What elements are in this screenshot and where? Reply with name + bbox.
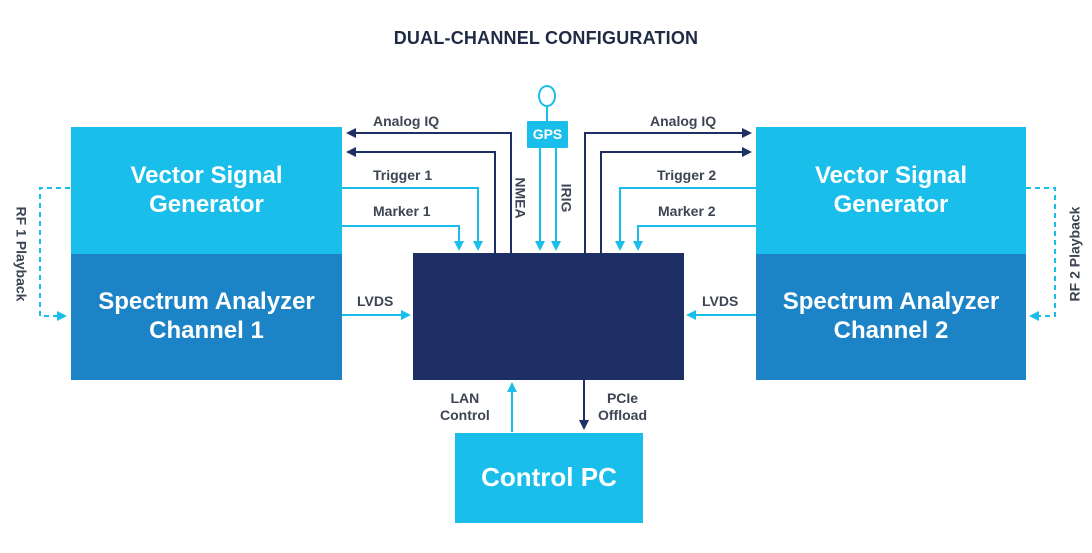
vector-signal-generator-2: Vector Signal Generator	[756, 127, 1026, 254]
trigger-1-label: Trigger 1	[373, 167, 433, 183]
gps-signal-arrows	[535, 148, 561, 251]
marker-2-label: Marker 2	[658, 203, 716, 219]
lvds-left-label: LVDS	[357, 293, 394, 309]
gps-antenna-icon	[538, 85, 556, 121]
analog-iq-right-arrows	[584, 128, 752, 253]
analog-iq-left-arrows	[346, 128, 512, 253]
lan-control-label: LAN Control	[440, 390, 490, 423]
central-processing-unit	[413, 253, 684, 380]
diagram-title: DUAL-CHANNEL CONFIGURATION	[393, 28, 699, 48]
spectrum-analyzer-channel-2: Spectrum Analyzer Channel 2	[756, 254, 1026, 380]
control-pc: Control PC	[455, 433, 643, 523]
trigger-marker-left-arrows	[341, 187, 483, 251]
pcie-offload-label: PCIe Offload	[598, 390, 647, 423]
nmea-label: NMEA	[512, 177, 529, 219]
gps-badge: GPS	[527, 121, 568, 148]
rf1-playback-label: RF 1 Playback	[13, 206, 30, 302]
rf1-playback-loop	[39, 187, 70, 321]
lvds-right-label: LVDS	[702, 293, 739, 309]
analog-iq-right-label: Analog IQ	[650, 113, 717, 129]
trigger-2-label: Trigger 2	[657, 167, 717, 183]
trigger-marker-right-arrows	[615, 187, 756, 251]
vector-signal-generator-1: Vector Signal Generator	[71, 127, 342, 254]
rf2-playback-label: RF 2 Playback	[1066, 206, 1083, 302]
rf2-playback-loop	[1026, 187, 1056, 321]
spectrum-analyzer-channel-1: Spectrum Analyzer Channel 1	[71, 254, 342, 380]
irig-label: IRIG	[558, 183, 575, 213]
marker-1-label: Marker 1	[373, 203, 431, 219]
analog-iq-left-label: Analog IQ	[373, 113, 440, 129]
